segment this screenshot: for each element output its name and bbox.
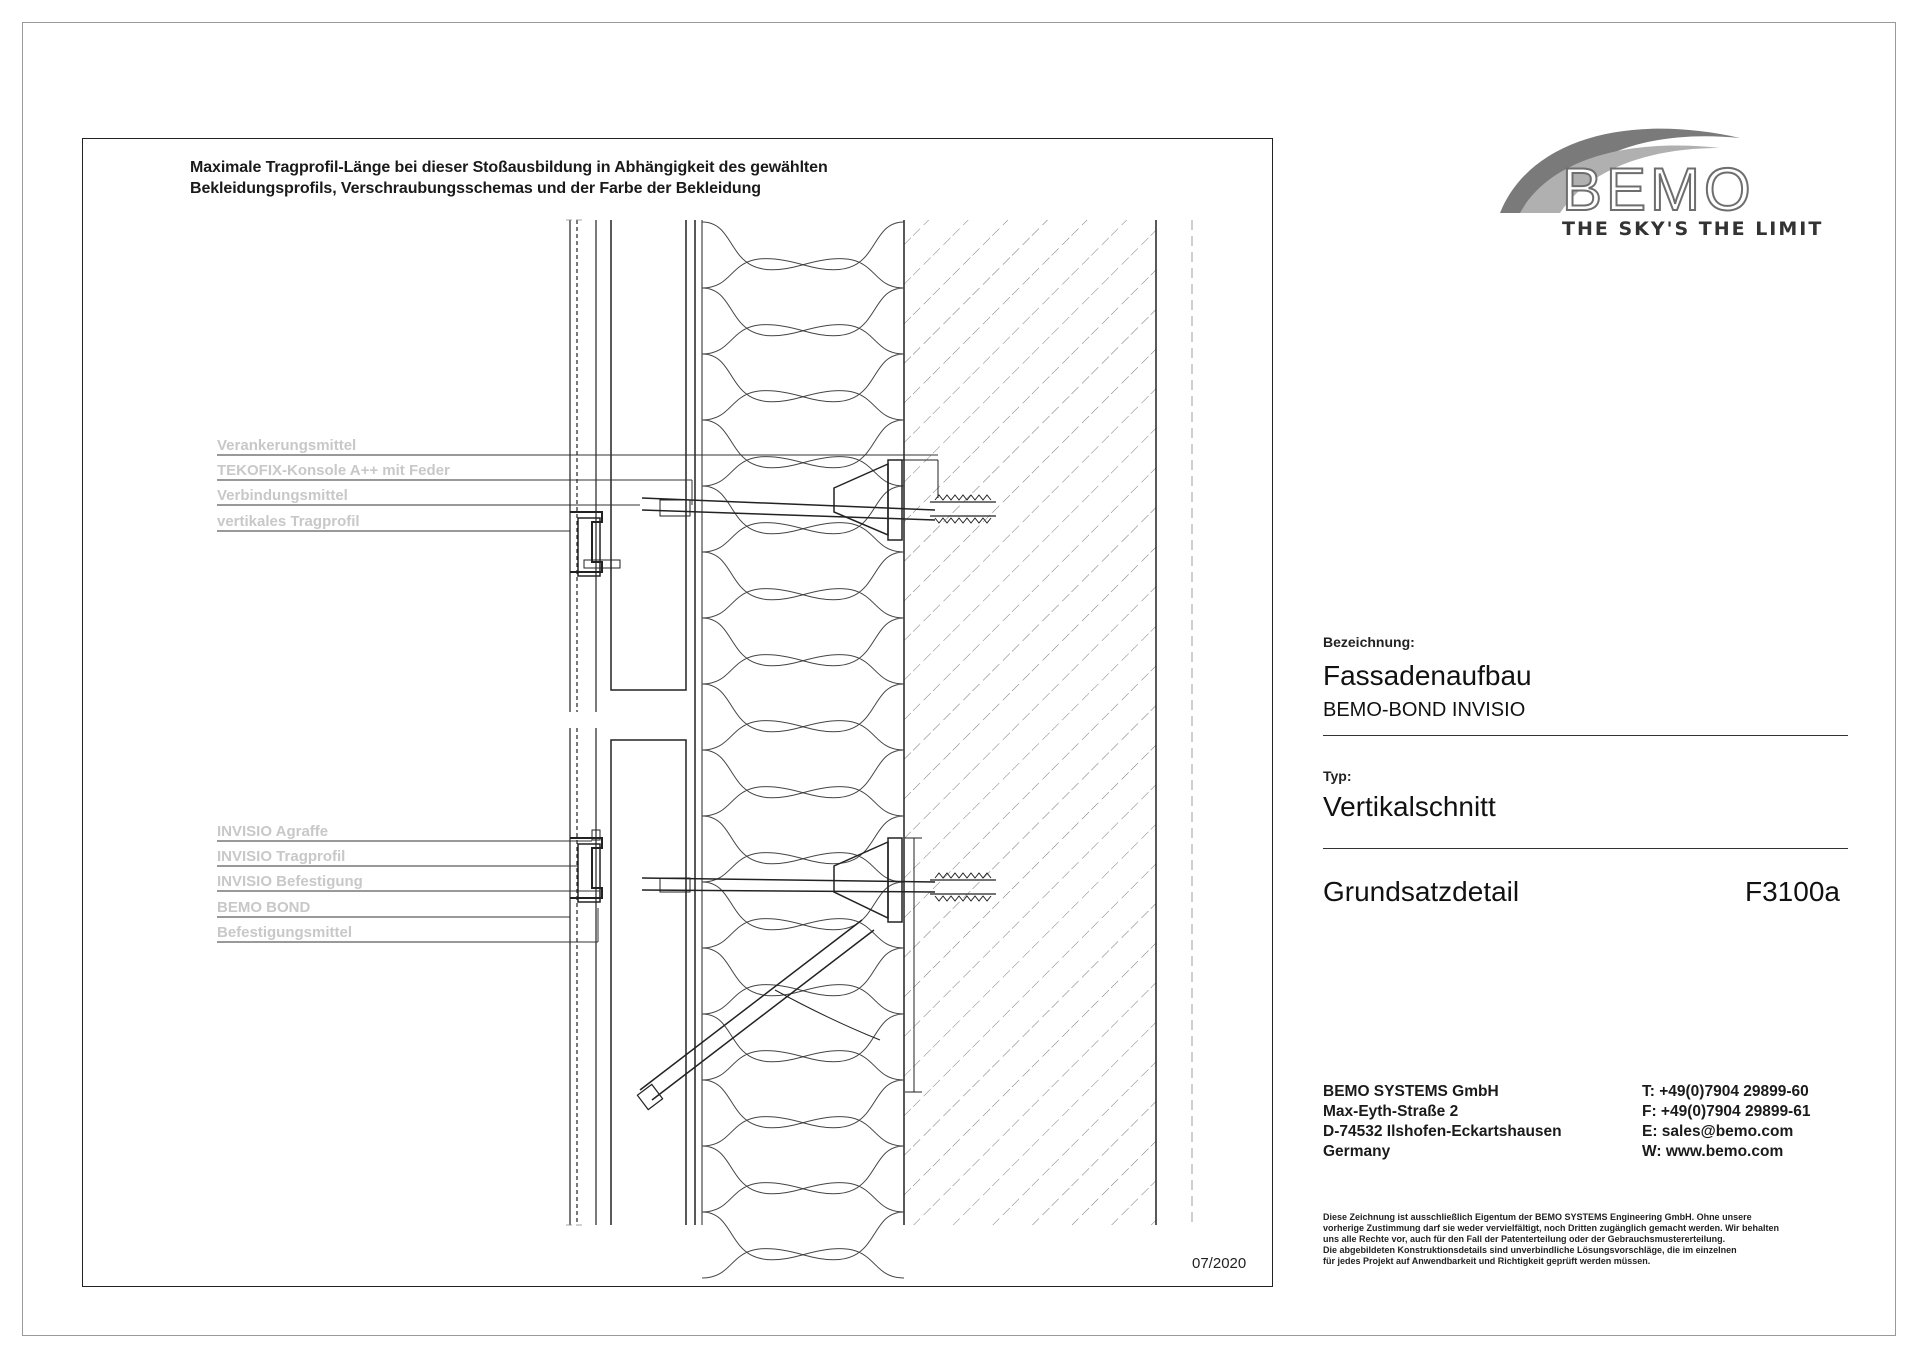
drawing-subtitle: BEMO-BOND INVISIO <box>1323 699 1526 721</box>
drawing-date: 07/2020 <box>1192 1255 1247 1272</box>
insulation-wave <box>701 221 905 1279</box>
label-bemo-bond: BEMO BOND <box>217 899 311 916</box>
logo-brand: BEMO <box>1561 156 1755 223</box>
legal-line-2: vorherige Zustimmung darf sie weder verv… <box>1323 1223 1780 1233</box>
company-country: Germany <box>1323 1143 1391 1160</box>
typ-value: Vertikalschnitt <box>1323 791 1496 822</box>
label-verbindungsmittel: Verbindungsmittel <box>217 487 348 504</box>
company-address: BEMO SYSTEMS GmbH Max-Eyth-Straße 2 D-74… <box>1323 1082 1562 1162</box>
company-city: D-74532 Ilshofen-Eckartshausen <box>1323 1123 1562 1140</box>
leader-lines-upper <box>217 454 938 532</box>
label-invisio-agraffe: INVISIO Agraffe <box>217 823 329 840</box>
cladding-panels <box>566 219 582 1226</box>
logo-swoosh-icon <box>1500 128 1740 213</box>
label-invisio-befestigung: INVISIO Befestigung <box>217 873 363 890</box>
note-line-2: Bekleidungsprofils, Verschraubungsschema… <box>190 180 761 197</box>
insulation-layer <box>694 220 905 1279</box>
company-phone: T: +49(0)7904 29899-60 <box>1642 1083 1809 1100</box>
label-vertikales-tragprofil: vertikales Tragprofil <box>217 513 360 530</box>
lower-bracket-assembly <box>570 829 996 1111</box>
typ-label: Typ: <box>1323 768 1352 784</box>
detail-number: F3100a <box>1745 876 1840 907</box>
leader-lines-lower <box>217 840 600 943</box>
legal-line-5: für jedes Projekt auf Anwendbarkeit und … <box>1323 1256 1651 1266</box>
support-profiles <box>595 220 687 1225</box>
drawing-title: Fassadenaufbau <box>1323 660 1532 691</box>
detail-label: Grundsatzdetail <box>1323 876 1520 907</box>
logo-tagline: THE SKY'S THE LIMIT <box>1562 218 1824 240</box>
note-line-1: Maximale Tragprofil-Länge bei dieser Sto… <box>190 159 828 176</box>
company-fax: F: +49(0)7904 29899-61 <box>1642 1103 1811 1120</box>
drawing-frame <box>82 138 1273 1287</box>
upper-bracket-assembly <box>570 459 996 577</box>
legal-line-1: Diese Zeichnung ist ausschließlich Eigen… <box>1323 1212 1752 1222</box>
bezeichnung-label: Bezeichnung: <box>1323 634 1415 650</box>
legal-line-4: Die abgebildeten Konstruktionsdetails si… <box>1323 1245 1737 1255</box>
bemo-logo: BEMO THE SKY'S THE LIMIT <box>1490 118 1824 248</box>
company-email: E: sales@bemo.com <box>1642 1123 1794 1140</box>
label-befestigungsmittel: Befestigungsmittel <box>217 924 353 941</box>
legal-line-3: uns alle Rechte vor, auch für den Fall d… <box>1323 1234 1726 1244</box>
company-web: W: www.bemo.com <box>1642 1143 1784 1160</box>
drawing-note: Maximale Tragprofil-Länge bei dieser Sto… <box>190 157 828 199</box>
label-verankerungsmittel: Verankerungsmittel <box>217 437 357 454</box>
company-street: Max-Eyth-Straße 2 <box>1323 1103 1459 1120</box>
legal-notice: Diese Zeichnung ist ausschließlich Eigen… <box>1323 1212 1823 1267</box>
label-tekofix-konsole: TEKOFIX-Konsole A++ mit Feder <box>217 462 450 479</box>
divider-2 <box>1323 848 1848 849</box>
label-invisio-tragprofil: INVISIO Tragprofil <box>217 848 346 865</box>
sheet-border <box>22 22 1896 1336</box>
divider-1 <box>1323 735 1848 736</box>
company-contact: T: +49(0)7904 29899-60 F: +49(0)7904 298… <box>1642 1082 1810 1162</box>
concrete-wall <box>903 220 1193 1225</box>
company-name: BEMO SYSTEMS GmbH <box>1323 1083 1499 1100</box>
